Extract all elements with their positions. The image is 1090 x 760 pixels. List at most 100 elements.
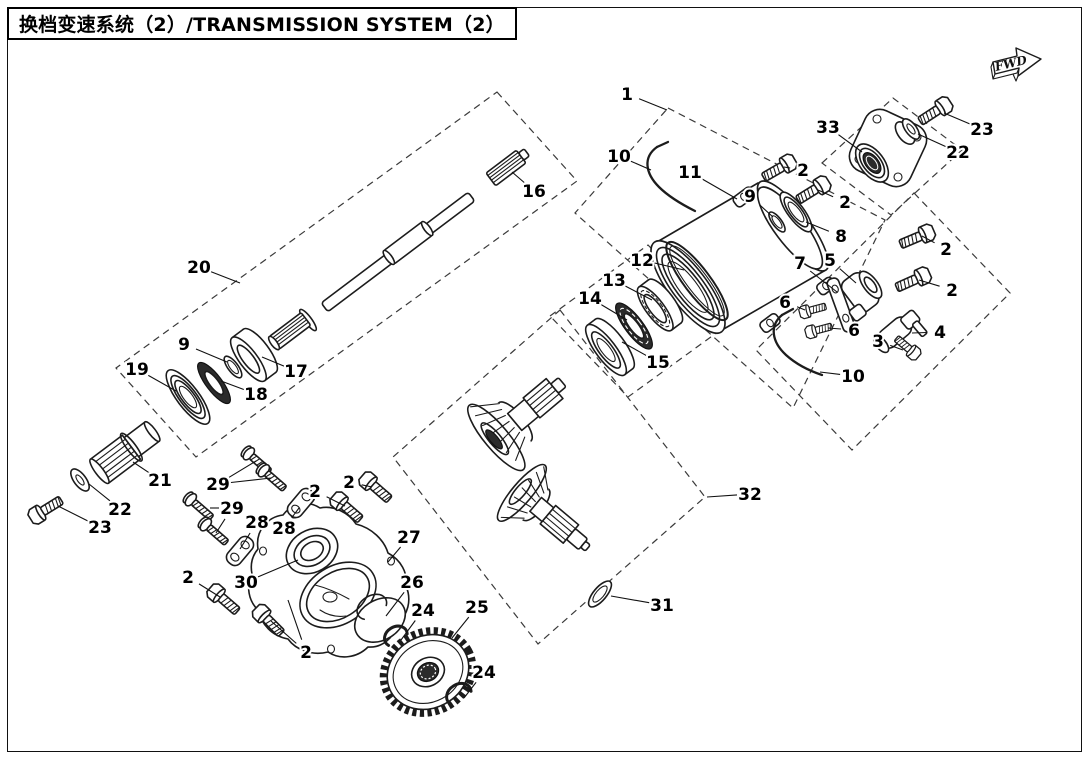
- leader-line-6: [796, 306, 806, 311]
- part-label-33: 33: [816, 118, 840, 138]
- part-label-9: 9: [178, 335, 190, 355]
- part-label-2: 2: [182, 568, 194, 588]
- leader-line-21: [132, 461, 150, 474]
- part-label-32: 32: [738, 485, 762, 505]
- leader-line-22: [917, 133, 947, 148]
- bolt-2-c: [896, 221, 938, 254]
- part-label-22: 22: [108, 500, 132, 520]
- part-label-2: 2: [940, 240, 952, 260]
- part-label-26: 26: [400, 573, 424, 593]
- leader-line-29: [230, 477, 272, 484]
- leader-line-7: [809, 270, 838, 293]
- shim-ring-31: [587, 580, 613, 608]
- leader-line-2: [921, 235, 935, 244]
- part-label-13: 13: [602, 271, 626, 291]
- screw-29-2: [253, 460, 291, 496]
- washer-22-right: [901, 118, 921, 140]
- cap-disc-26: [353, 593, 407, 643]
- leader-line-25: [451, 616, 470, 639]
- leader-line-17: [261, 356, 285, 367]
- spring-wire-10-bottom: [772, 307, 824, 377]
- leader-line-20: [210, 271, 241, 284]
- shift-mechanism-group: [797, 221, 938, 363]
- part-label-11: 11: [678, 163, 702, 183]
- leader-line-9: [195, 348, 228, 363]
- title-box: 换档变速系统（2）/TRANSMISSION SYSTEM（2）: [7, 7, 517, 40]
- leader-line-18: [220, 380, 244, 391]
- leader-line-31: [610, 595, 650, 604]
- leader-line-27: [387, 546, 402, 563]
- part-label-3: 3: [872, 332, 884, 352]
- leader-line-23: [943, 112, 971, 125]
- coupling-sleeve-21: [89, 420, 161, 485]
- screw-29-4: [195, 514, 233, 550]
- bolt-23-left: [25, 491, 67, 528]
- part-label-20: 20: [187, 258, 211, 278]
- leader-line-2: [361, 484, 373, 488]
- oil-seal-19: [165, 369, 211, 425]
- leader-line-2: [287, 599, 303, 640]
- page-title: 换档变速系统（2）/TRANSMISSION SYSTEM（2）: [19, 14, 505, 36]
- part-label-17: 17: [284, 362, 308, 382]
- retainer-plate-7: [826, 277, 856, 333]
- housing-tab-11: [732, 186, 756, 208]
- leader-line-24: [463, 681, 477, 699]
- part-label-28: 28: [245, 513, 269, 533]
- bearing-15: [584, 317, 636, 377]
- part-label-29: 29: [220, 499, 244, 519]
- part-label-16: 16: [522, 182, 546, 202]
- bracket-28-a: [225, 535, 255, 567]
- leader-line-13: [625, 285, 653, 301]
- bevel-gear-large: [467, 377, 567, 472]
- leader-line-23: [57, 505, 89, 522]
- part-label-2: 2: [343, 473, 355, 493]
- leader-line-8: [805, 221, 830, 232]
- part-label-2: 2: [300, 643, 312, 663]
- housing-lug: [759, 312, 781, 334]
- shaft-spline-lower: [267, 312, 311, 351]
- leader-line-12: [654, 262, 685, 271]
- leader-line-15: [621, 341, 647, 357]
- support-5: [840, 270, 883, 322]
- leader-line-3: [890, 344, 904, 351]
- leader-line-1: [638, 98, 668, 111]
- snap-ring-24-a: [383, 624, 409, 647]
- leader-line-26: [385, 591, 405, 617]
- bevel-pinion: [496, 463, 591, 552]
- fwd-arrow: FWD: [990, 47, 1042, 82]
- leader-line-2: [326, 496, 346, 507]
- dashed-box-shaft: [115, 91, 578, 458]
- bearing-17: [229, 327, 279, 383]
- gear-wheel-25: [379, 627, 477, 717]
- part-label-30: 30: [234, 573, 258, 593]
- dashed-box-bevel-gears: [392, 309, 706, 645]
- part-label-5: 5: [824, 251, 836, 271]
- leader-line-11: [701, 178, 738, 200]
- leader-line-10: [630, 160, 652, 171]
- leader-line-10: [819, 371, 841, 375]
- bolt-2-e: [355, 468, 396, 507]
- page-border: [7, 7, 1082, 752]
- drive-shaft: [267, 148, 530, 351]
- part-label-2: 2: [797, 161, 809, 181]
- spring-wire-10-top: [646, 140, 697, 213]
- leader-line-2: [817, 189, 834, 198]
- leader-line-29: [228, 460, 257, 478]
- spacer-ring-18: [197, 361, 231, 405]
- leader-line-5: [839, 268, 857, 284]
- leader-line-32: [706, 494, 738, 498]
- leader-line-28: [291, 507, 300, 518]
- shaft-spline-upper: [486, 148, 530, 186]
- leader-line-29: [215, 518, 226, 534]
- leader-line-4: [911, 331, 928, 334]
- part-label-4: 4: [934, 323, 946, 343]
- part-label-21: 21: [148, 471, 172, 491]
- part-label-28: 28: [272, 519, 296, 539]
- part-label-24: 24: [472, 663, 496, 683]
- part-label-14: 14: [578, 289, 602, 309]
- leader-line-28: [239, 532, 251, 550]
- part-label-27: 27: [397, 528, 421, 548]
- part-label-2: 2: [839, 193, 851, 213]
